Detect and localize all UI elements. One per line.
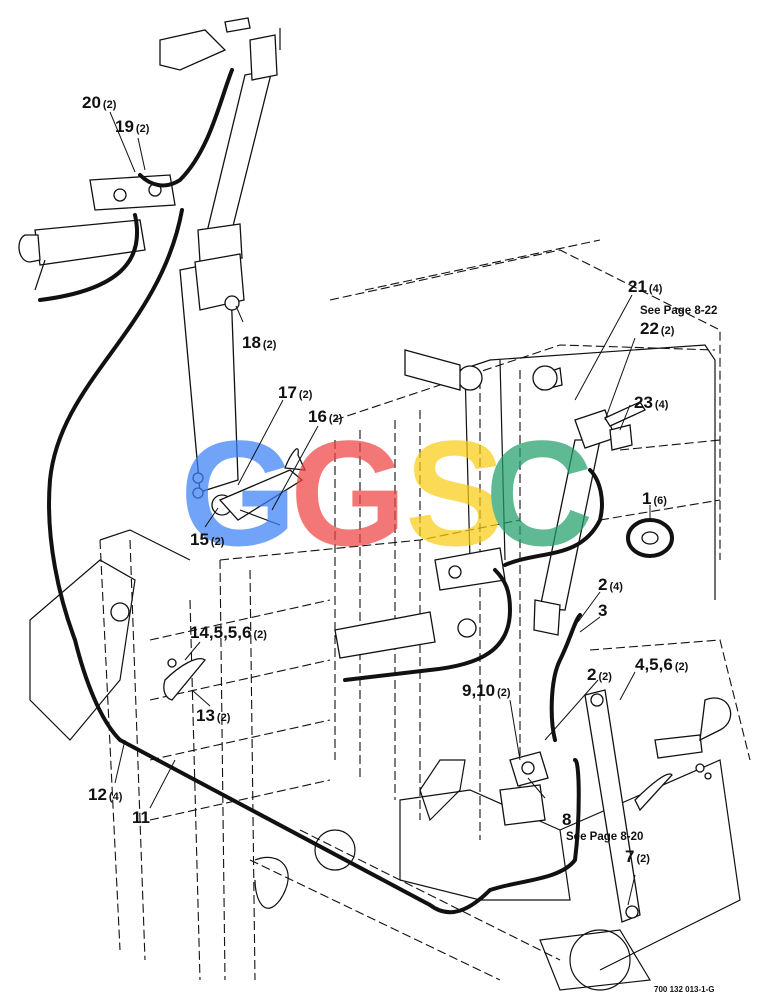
callout-20: 20(2) <box>82 93 117 112</box>
link-bar <box>192 448 307 526</box>
watermark: G G S C <box>180 409 593 577</box>
see-page-8-22: See Page 8-22 <box>640 305 717 317</box>
loose-parts <box>163 518 712 812</box>
callout-2-upper: 2(4) <box>598 575 623 594</box>
callout-14-5-5-6: 14,5,5,6(2) <box>190 623 267 642</box>
callout-2-lower: 2(2) <box>587 665 612 684</box>
hoses <box>38 68 604 915</box>
watermark-letter-4: C <box>485 409 593 577</box>
watermark-letter-3: S <box>405 409 505 577</box>
callout-7: 7(2) <box>625 847 650 866</box>
callout-23: 23(4) <box>634 393 669 412</box>
left-lift-arm <box>179 253 245 516</box>
callout-18: 18(2) <box>242 333 277 352</box>
callout-17: 17(2) <box>278 383 313 402</box>
callout-11: 11 <box>132 808 150 827</box>
callout-13: 13(2) <box>196 706 231 725</box>
baler-frame <box>29 239 751 991</box>
callout-12: 12(4) <box>88 785 123 804</box>
drawing-number: 700 132 013-1-G <box>654 985 715 994</box>
callout-3: 3 <box>598 601 607 620</box>
callout-19: 19(2) <box>115 117 150 136</box>
callout-16: 16(2) <box>308 407 343 426</box>
right-lower-arm <box>584 689 732 923</box>
callout-1: 1(6) <box>642 489 667 508</box>
watermark-letter-1: G <box>180 409 297 577</box>
callout-22: 22(2) <box>640 319 675 338</box>
callout-8: 8 <box>562 810 571 829</box>
callout-21: 21(4) <box>628 277 663 296</box>
valve <box>499 751 549 826</box>
upper-lift-cylinder <box>159 17 281 263</box>
callout-9-10: 9,10(2) <box>462 681 511 700</box>
center-cylinder <box>110 547 506 659</box>
left-lower-cylinder <box>18 174 176 291</box>
callouts: 20(2) 19(2) 18(2) 17(2) 16(2) 15(2) 21(4… <box>82 93 717 866</box>
watermark-letter-2: G <box>290 409 407 577</box>
callout-4-5-6: 4,5,6(2) <box>635 655 689 674</box>
callout-15: 15(2) <box>190 530 225 549</box>
leader-lines <box>109 111 651 906</box>
see-page-8-20: See Page 8-20 <box>566 831 643 843</box>
